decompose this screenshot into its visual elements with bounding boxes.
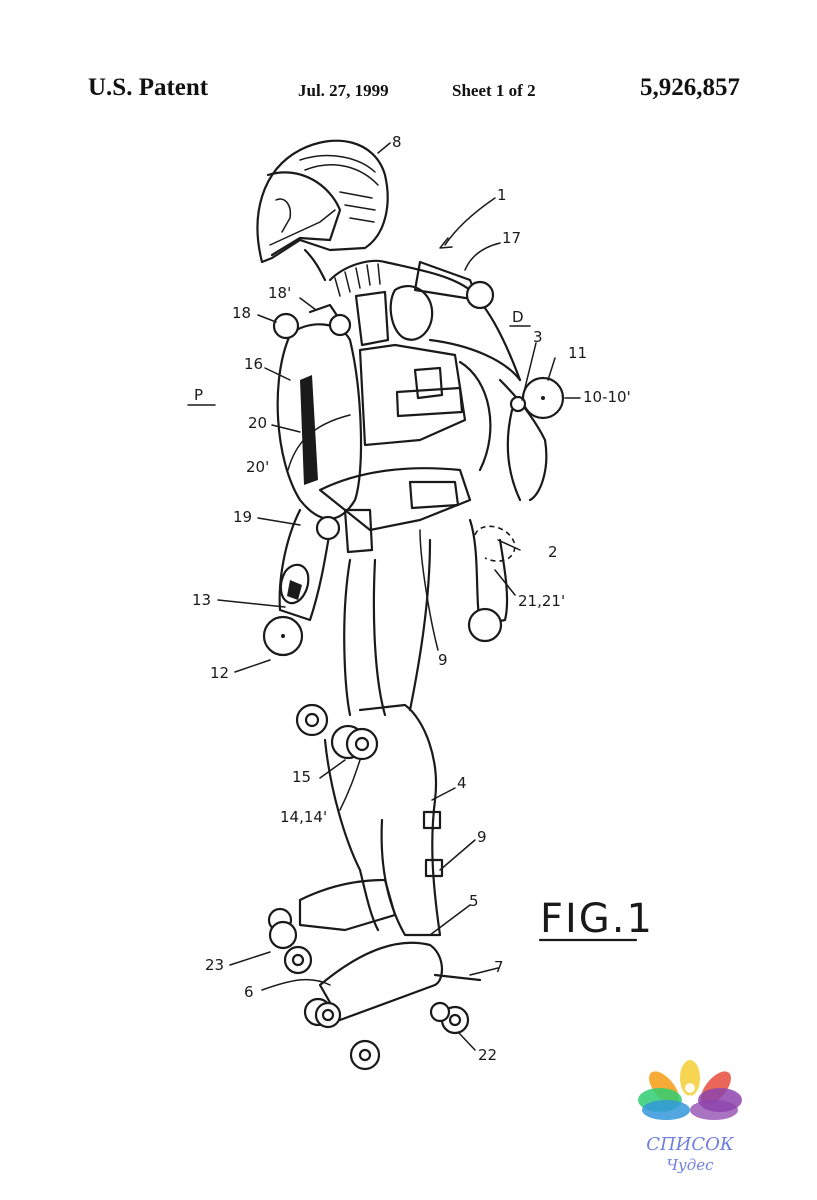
ref-numeral: 7 bbox=[494, 958, 504, 976]
sheet-indicator: Sheet 1 of 2 bbox=[452, 81, 536, 100]
ref-numeral: 18 bbox=[232, 304, 251, 322]
legs bbox=[298, 538, 482, 1022]
watermark-text-line2: Чудес bbox=[666, 1156, 714, 1174]
ref-numeral: 23 bbox=[205, 956, 224, 974]
left-arm bbox=[276, 303, 363, 622]
ref-numeral: 8 bbox=[392, 133, 402, 151]
ref-numeral: 20 bbox=[248, 414, 267, 432]
ref-numeral: 14,14' bbox=[280, 808, 327, 826]
figure-caption: FIG.1 bbox=[538, 896, 654, 942]
petal-icon bbox=[680, 1060, 700, 1096]
petal-icon bbox=[642, 1100, 690, 1120]
ref-numeral: D bbox=[512, 308, 524, 326]
watermark-text-line1: СПИСОК bbox=[646, 1134, 735, 1155]
ref-numeral: 4 bbox=[457, 774, 467, 792]
ref-numeral: 18' bbox=[268, 284, 291, 302]
ref-numeral: 6 bbox=[244, 983, 254, 1001]
ref-numeral: 21,21' bbox=[518, 592, 565, 610]
ref-numeral: 17 bbox=[502, 229, 521, 247]
ref-numeral: 11 bbox=[568, 344, 587, 362]
ref-numeral: 5 bbox=[469, 892, 479, 910]
ref-numeral: 19 bbox=[233, 508, 252, 526]
patent-date: Jul. 27, 1999 bbox=[298, 81, 389, 100]
ref-numeral: 1 bbox=[497, 186, 507, 204]
ref-numeral: 22 bbox=[478, 1046, 497, 1064]
ref-numeral: 15 bbox=[292, 768, 311, 786]
petal-icon bbox=[690, 1100, 738, 1120]
ref-numeral: 16 bbox=[244, 355, 263, 373]
patent-header-title: U.S. Patent bbox=[88, 74, 209, 101]
ref-numeral: 3 bbox=[533, 328, 543, 346]
ref-numeral: 10-10' bbox=[583, 388, 631, 406]
helmet bbox=[256, 139, 389, 282]
wheels bbox=[262, 280, 565, 1071]
watermark-logo: СПИСОК Чудес bbox=[638, 1060, 742, 1174]
ref-numeral: 12 bbox=[210, 664, 229, 682]
ref-numeral: 9 bbox=[477, 828, 487, 846]
reference-numerals: 8 1 17 18' 18 D 3 11 10-10' 16 P 20 20' … bbox=[192, 133, 631, 1064]
leader-lines bbox=[187, 142, 581, 1051]
ref-numeral: 9 bbox=[438, 651, 448, 669]
ref-numeral: 20' bbox=[246, 458, 269, 476]
ref-numeral: 2 bbox=[548, 543, 558, 561]
ref-numeral: 13 bbox=[192, 591, 211, 609]
ref-numeral: P bbox=[194, 386, 203, 404]
figure-label: FIG.1 bbox=[540, 896, 654, 942]
patent-number: 5,926,857 bbox=[640, 74, 740, 101]
